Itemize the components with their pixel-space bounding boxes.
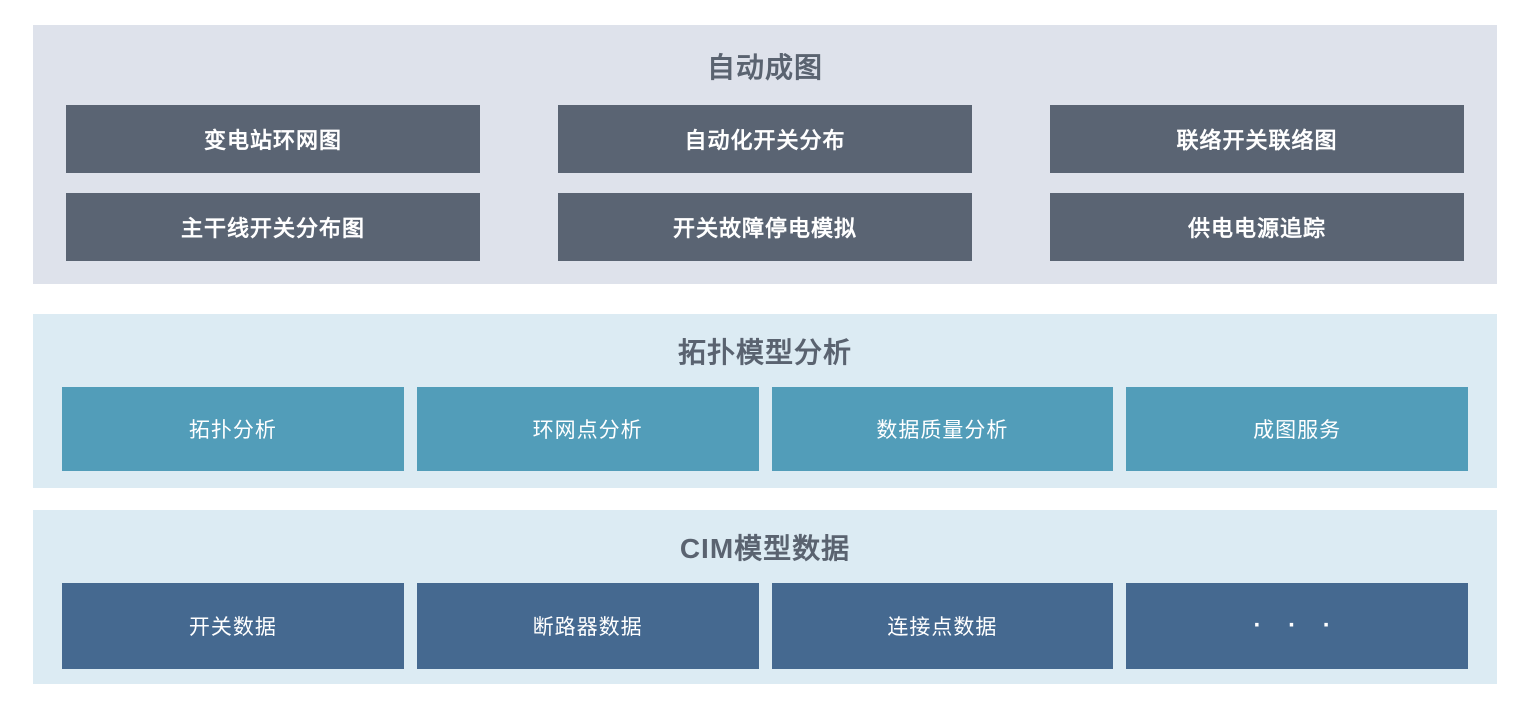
section-cim-model-data-title: CIM模型数据	[679, 533, 851, 564]
section-topology-analysis-title: 拓扑模型分析	[677, 337, 852, 368]
diagram-box-topology-analysis: 拓扑分析	[62, 387, 404, 471]
diagram-box-automated-switch-distribution: 自动化开关分布	[558, 105, 972, 173]
diagram-box-power-source-tracing: 供电电源追踪	[1050, 193, 1464, 261]
diagram-box-tie-switch-contact: 联络开关联络图	[1050, 105, 1464, 173]
diagram-box-connection-point-data: 连接点数据	[771, 583, 1114, 669]
diagram-box-breaker-data: 断路器数据	[416, 583, 759, 669]
architecture-diagram: 自动成图 变电站环网图 自动化开关分布 联络开关联络图 主干线开关分布图 开关故…	[33, 0, 1497, 684]
diagram-box-trunk-switch-distribution: 主干线开关分布图	[66, 193, 480, 261]
diagram-box-switch-data: 开关数据	[62, 583, 404, 669]
diagram-box-ellipsis: · · ·	[1126, 583, 1468, 669]
section-cim-model-data: CIM模型数据 开关数据 断路器数据 连接点数据 · · ·	[33, 510, 1497, 684]
section-auto-diagram: 自动成图 变电站环网图 自动化开关分布 联络开关联络图 主干线开关分布图 开关故…	[33, 25, 1497, 284]
diagram-box-fault-outage-simulation: 开关故障停电模拟	[558, 193, 972, 261]
section-cim-model-data-grid: 开关数据 断路器数据 连接点数据 · · ·	[33, 583, 1497, 669]
diagram-box-diagram-service: 成图服务	[1126, 387, 1468, 471]
diagram-box-data-quality-analysis: 数据质量分析	[771, 387, 1114, 471]
diagram-box-substation-ring: 变电站环网图	[66, 105, 480, 173]
diagram-box-ring-point-analysis: 环网点分析	[416, 387, 759, 471]
section-auto-diagram-grid: 变电站环网图 自动化开关分布 联络开关联络图 主干线开关分布图 开关故障停电模拟…	[33, 105, 1497, 261]
section-topology-analysis: 拓扑模型分析 拓扑分析 环网点分析 数据质量分析 成图服务	[33, 314, 1497, 488]
section-topology-analysis-grid: 拓扑分析 环网点分析 数据质量分析 成图服务	[33, 387, 1497, 471]
section-auto-diagram-title: 自动成图	[706, 52, 823, 83]
